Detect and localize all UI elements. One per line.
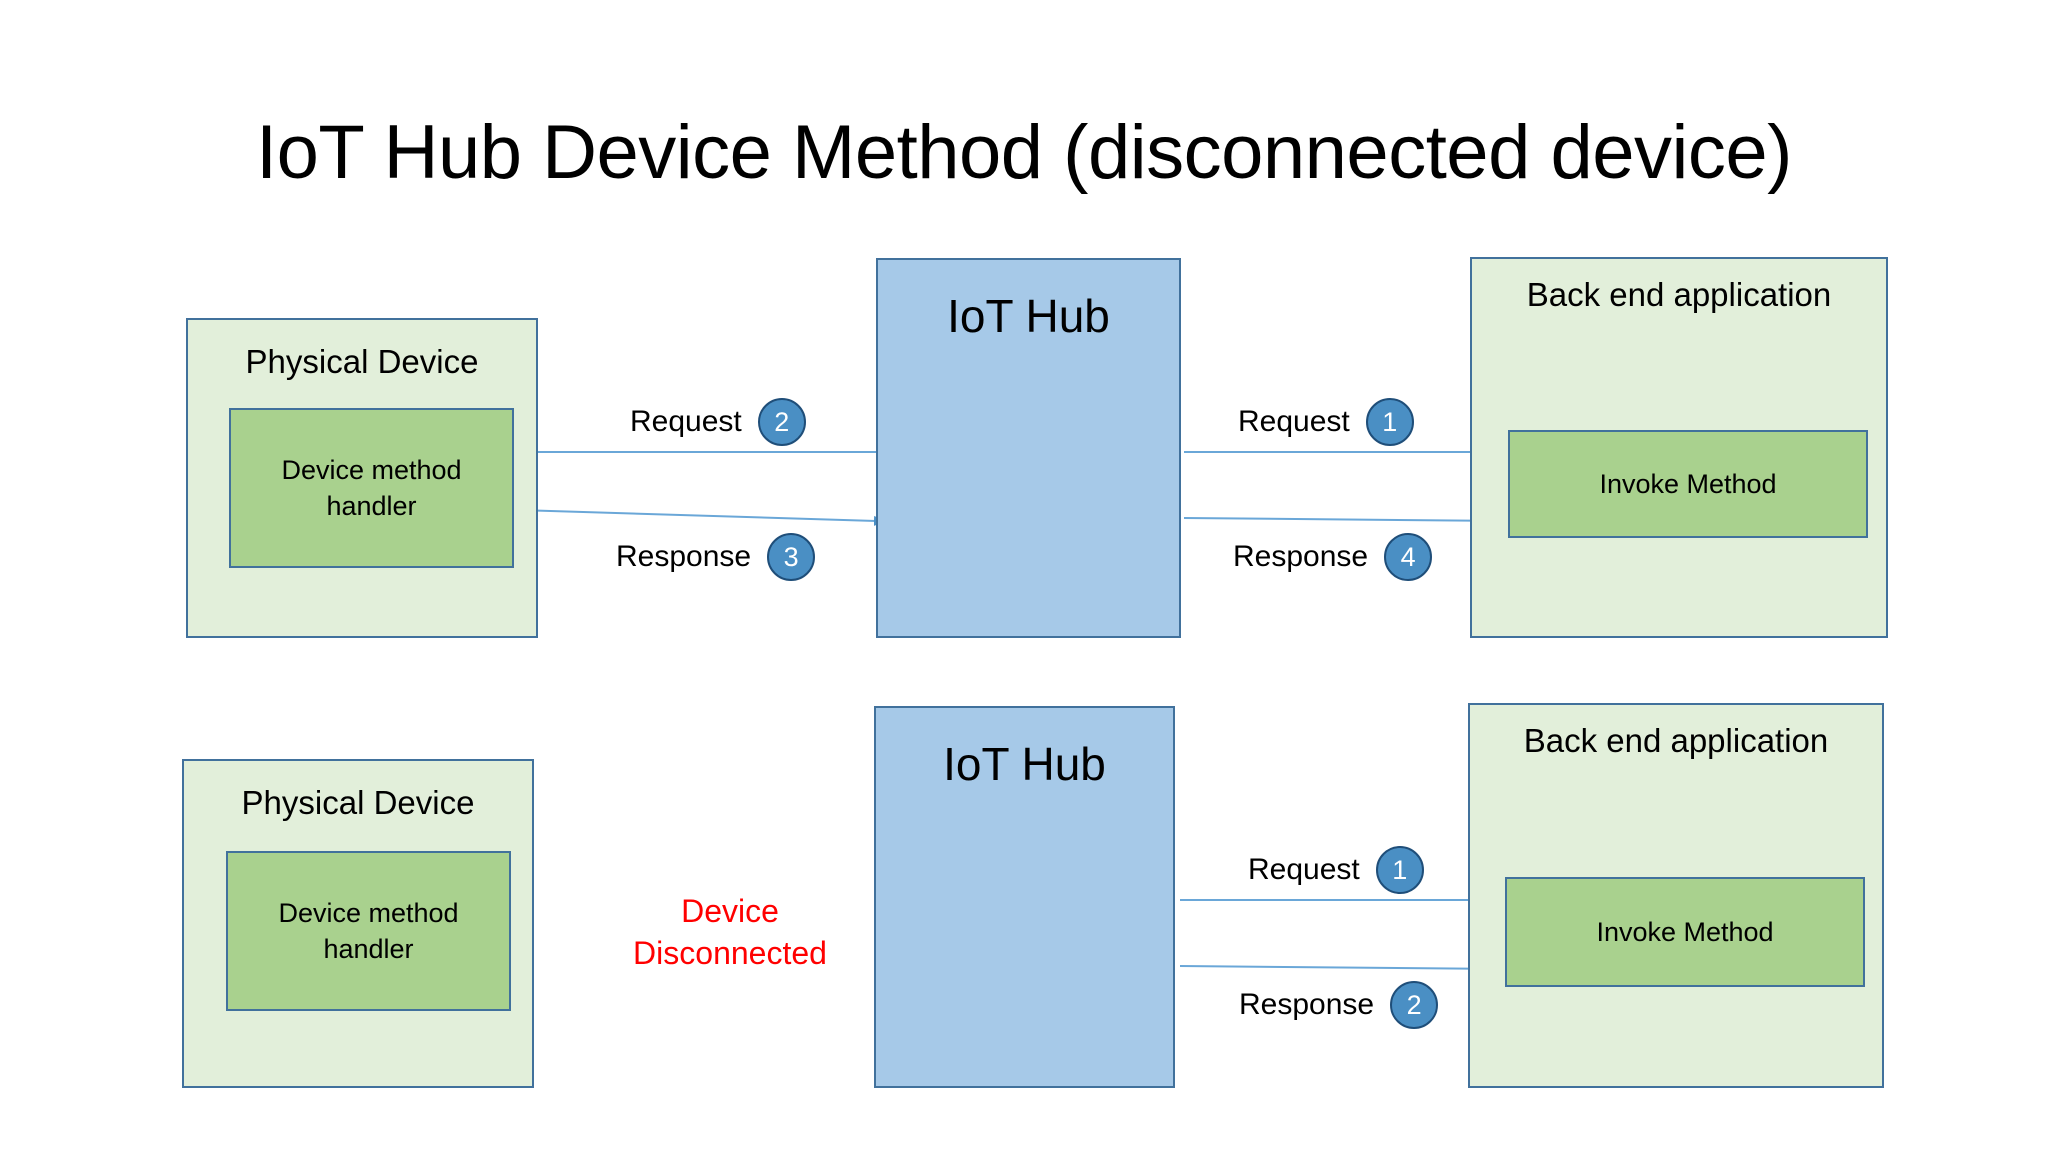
- device-disconnected-note: Device Disconnected: [633, 893, 827, 971]
- backend-application-title: Back end application: [1523, 722, 1829, 759]
- arrow-hub-to-backend-response: [1183, 515, 1520, 526]
- step-badge: 1: [1365, 398, 1414, 446]
- device-method-handler-box-disconnected: Device method handler: [226, 851, 511, 1011]
- flow-text: Request: [1248, 853, 1360, 886]
- flow-label-backend-to-hub-request-disconnected: Request 1: [1248, 846, 1424, 894]
- flow-label-device-to-hub-response: Response 3: [616, 533, 816, 581]
- invoke-method-box-connected: Invoke Method: [1508, 430, 1868, 538]
- invoke-method-box-disconnected: Invoke Method: [1505, 877, 1865, 987]
- flow-text: Response: [1239, 988, 1375, 1021]
- step-badge: 3: [767, 533, 816, 581]
- device-method-handler-box-connected: Device method handler: [229, 408, 514, 568]
- step-badge: 2: [757, 398, 806, 446]
- flow-label-hub-to-backend-response: Response 4: [1233, 533, 1433, 581]
- iot-hub-title: IoT Hub: [943, 738, 1106, 790]
- device-method-handler-label: Device method handler: [281, 455, 462, 521]
- page-title: IoT Hub Device Method (disconnected devi…: [256, 110, 1792, 195]
- step-badge: 2: [1390, 981, 1439, 1029]
- invoke-method-label: Invoke Method: [1596, 917, 1774, 947]
- flow-text: Request: [630, 405, 742, 438]
- step-badge: 1: [1375, 846, 1424, 894]
- flow-text: Response: [1233, 540, 1369, 573]
- flow-label-hub-to-backend-response-disconnected: Response 2: [1239, 981, 1439, 1029]
- flow-label-hub-to-device-request: Request 2: [630, 398, 806, 446]
- step-badge: 4: [1384, 533, 1433, 581]
- flow-label-backend-to-hub-request: Request 1: [1238, 398, 1414, 446]
- device-method-handler-label: Device method handler: [278, 898, 459, 964]
- backend-application-title: Back end application: [1526, 276, 1832, 313]
- flow-text: Request: [1238, 405, 1350, 438]
- arrow-device-to-hub-response: [517, 509, 886, 526]
- invoke-method-label: Invoke Method: [1599, 469, 1777, 499]
- arrow-hub-to-backend-response-disconnected: [1179, 963, 1516, 974]
- flow-text: Response: [616, 540, 752, 573]
- iot-hub-box-disconnected: IoT Hub: [874, 706, 1175, 1088]
- physical-device-title: Physical Device: [241, 784, 475, 821]
- iot-hub-title: IoT Hub: [947, 290, 1110, 342]
- physical-device-title: Physical Device: [245, 343, 479, 380]
- iot-hub-box-connected: IoT Hub: [876, 258, 1181, 638]
